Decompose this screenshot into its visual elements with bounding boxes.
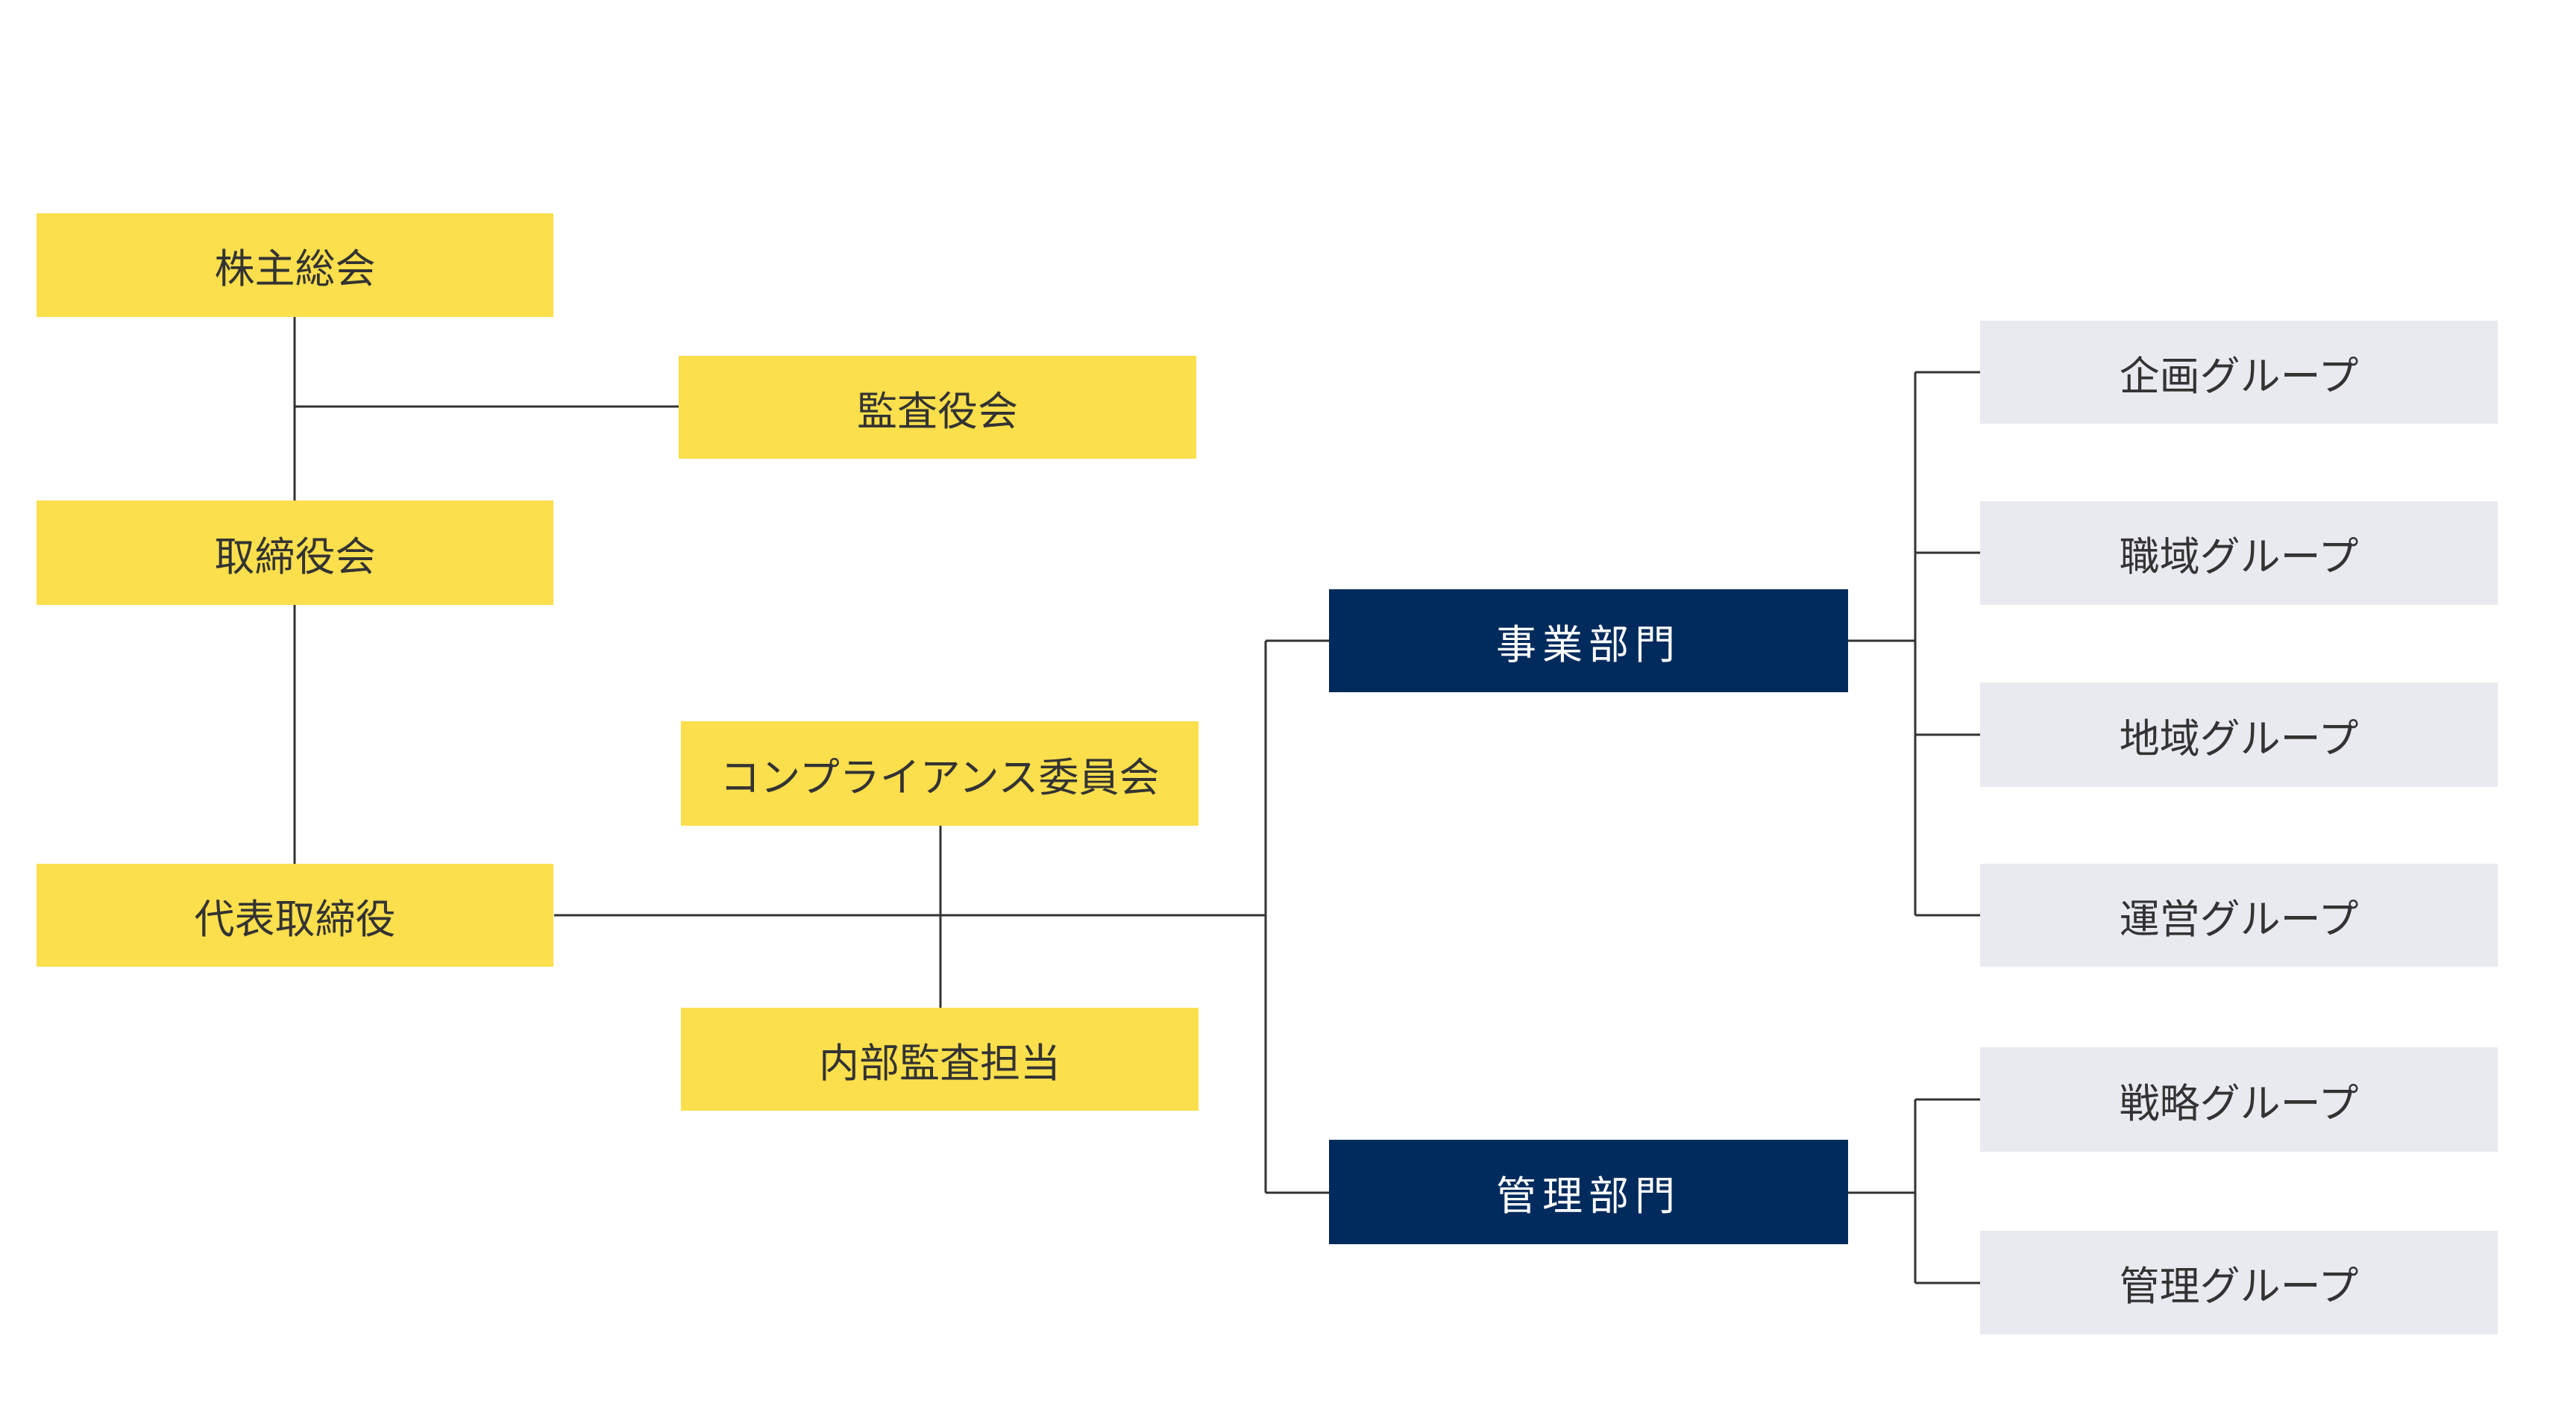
business-division-box: 事業部門 <box>1329 589 1848 692</box>
audit-board-label: 監査役会 <box>857 387 1018 435</box>
representative-director-box: 代表取締役 <box>37 864 553 967</box>
regional-group-label: 地域グループ <box>2119 715 2359 762</box>
management-group-box: 管理グループ <box>1980 1231 2498 1334</box>
management-group-label: 管理グループ <box>2119 1263 2359 1310</box>
strategy-group-box: 戦略グループ <box>1980 1047 2498 1152</box>
management-division-label: 管理部門 <box>1496 1172 1681 1220</box>
planning-group-box: 企画グループ <box>1980 321 2498 424</box>
board-of-directors-box: 取締役会 <box>37 501 553 605</box>
compliance-committee-label: コンプライアンス委員会 <box>720 753 1160 801</box>
business-division-label: 事業部門 <box>1496 621 1681 668</box>
planning-group-label: 企画グループ <box>2119 352 2359 400</box>
occupational-group-box: 職域グループ <box>1980 501 2498 605</box>
regional-group-box: 地域グループ <box>1980 683 2498 787</box>
operations-group-box: 運営グループ <box>1980 864 2498 967</box>
audit-board-box: 監査役会 <box>679 356 1196 459</box>
internal-audit-box: 内部監査担当 <box>681 1008 1199 1111</box>
shareholders-meeting-label: 株主総会 <box>214 245 376 292</box>
occupational-group-label: 職域グループ <box>2119 533 2359 580</box>
board-of-directors-label: 取締役会 <box>214 533 376 580</box>
strategy-group-label: 戦略グループ <box>2119 1079 2359 1127</box>
operations-group-label: 運営グループ <box>2119 895 2359 943</box>
representative-director-label: 代表取締役 <box>194 895 396 943</box>
internal-audit-label: 内部監査担当 <box>819 1039 1061 1087</box>
management-division-box: 管理部門 <box>1329 1140 1848 1244</box>
shareholders-meeting-box: 株主総会 <box>37 213 553 317</box>
compliance-committee-box: コンプライアンス委員会 <box>681 721 1199 826</box>
